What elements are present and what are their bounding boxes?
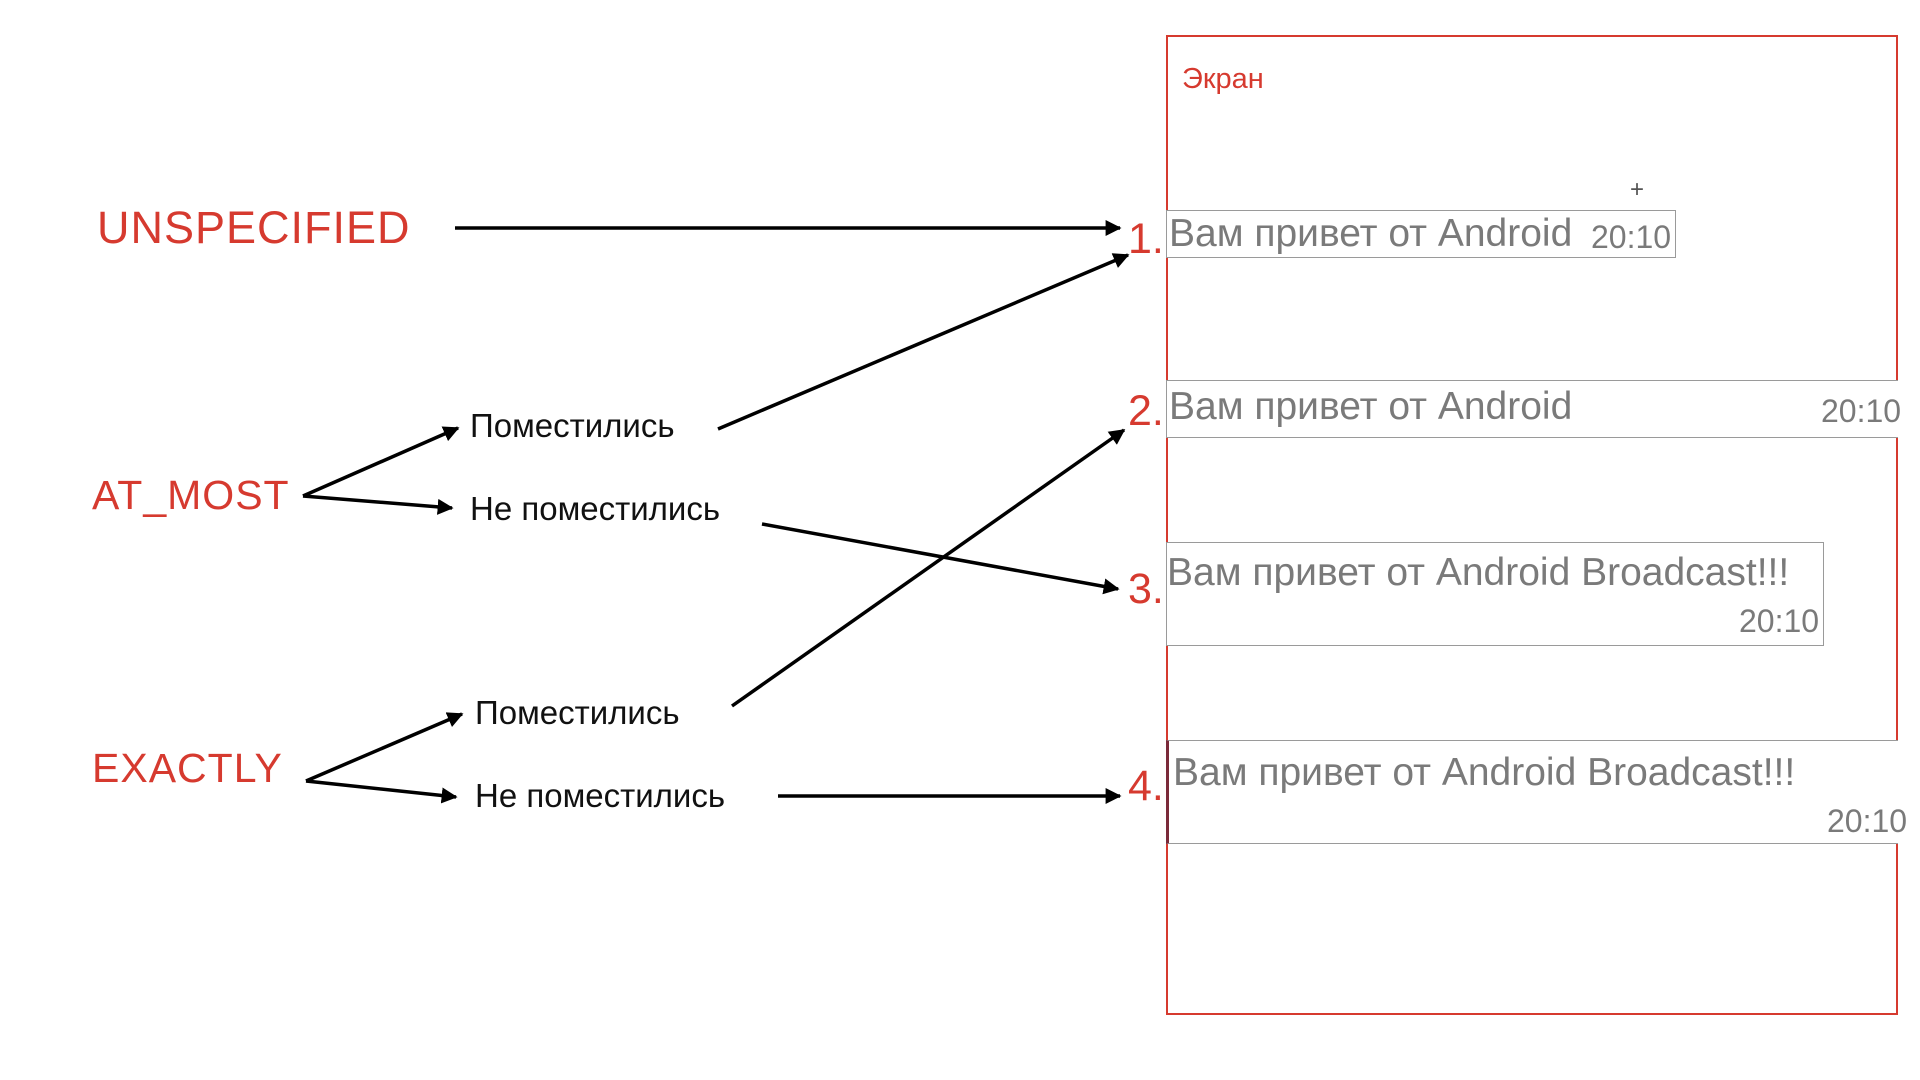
message-time: 20:10 xyxy=(1827,803,1908,839)
arrow-exactly-fit-to-2 xyxy=(730,428,1126,708)
message-text: Вам привет от Android xyxy=(1169,385,1573,428)
screen-frame xyxy=(1166,35,1898,1015)
message-text: Вам привет от Android Broadcast!!! xyxy=(1173,751,1796,794)
message-view-1: Вам привет от Android 20:10 xyxy=(1166,210,1676,258)
arrow-exactly-to-fit xyxy=(305,712,464,783)
arrow-atmost-nofit-to-3 xyxy=(761,522,1120,595)
mode-unspecified-label: UNSPECIFIED xyxy=(97,202,411,253)
message-view-2: Вам привет от Android 20:10 xyxy=(1166,380,1902,438)
at-most-fit-label: Поместились xyxy=(470,407,675,444)
message-text: Вам привет от Android Broadcast!!! xyxy=(1167,551,1790,594)
mode-at-most-label: AT_MOST xyxy=(92,472,290,518)
message-text: Вам привет от Android xyxy=(1169,212,1573,255)
message-view-4: Вам привет от Android Broadcast!!! 20:10 xyxy=(1166,740,1907,844)
exactly-no-fit-label: Не поместились xyxy=(475,777,726,814)
message-number-3: 3. xyxy=(1128,565,1164,613)
message-number-1: 1. xyxy=(1128,215,1164,263)
crosshair-cursor-icon: + xyxy=(1630,176,1645,203)
arrow-atmost-to-nofit xyxy=(302,494,454,515)
message-number-4: 4. xyxy=(1128,762,1164,810)
mode-exactly-label: EXACTLY xyxy=(92,745,283,791)
arrow-atmost-to-fit xyxy=(302,426,460,498)
exactly-fit-label: Поместились xyxy=(475,694,680,731)
message-time: 20:10 xyxy=(1821,393,1902,429)
message-number-2: 2. xyxy=(1128,387,1164,435)
message-time: 20:10 xyxy=(1739,603,1820,639)
message-time: 20:10 xyxy=(1591,219,1672,255)
arrow-exactly-to-nofit xyxy=(305,779,458,804)
at-most-no-fit-label: Не поместились xyxy=(470,490,721,527)
screen-title: Экран xyxy=(1182,63,1264,95)
message-view-3: Вам привет от Android Broadcast!!! 20:10 xyxy=(1166,542,1824,646)
arrow-atmost-fit-to-1 xyxy=(717,253,1130,431)
